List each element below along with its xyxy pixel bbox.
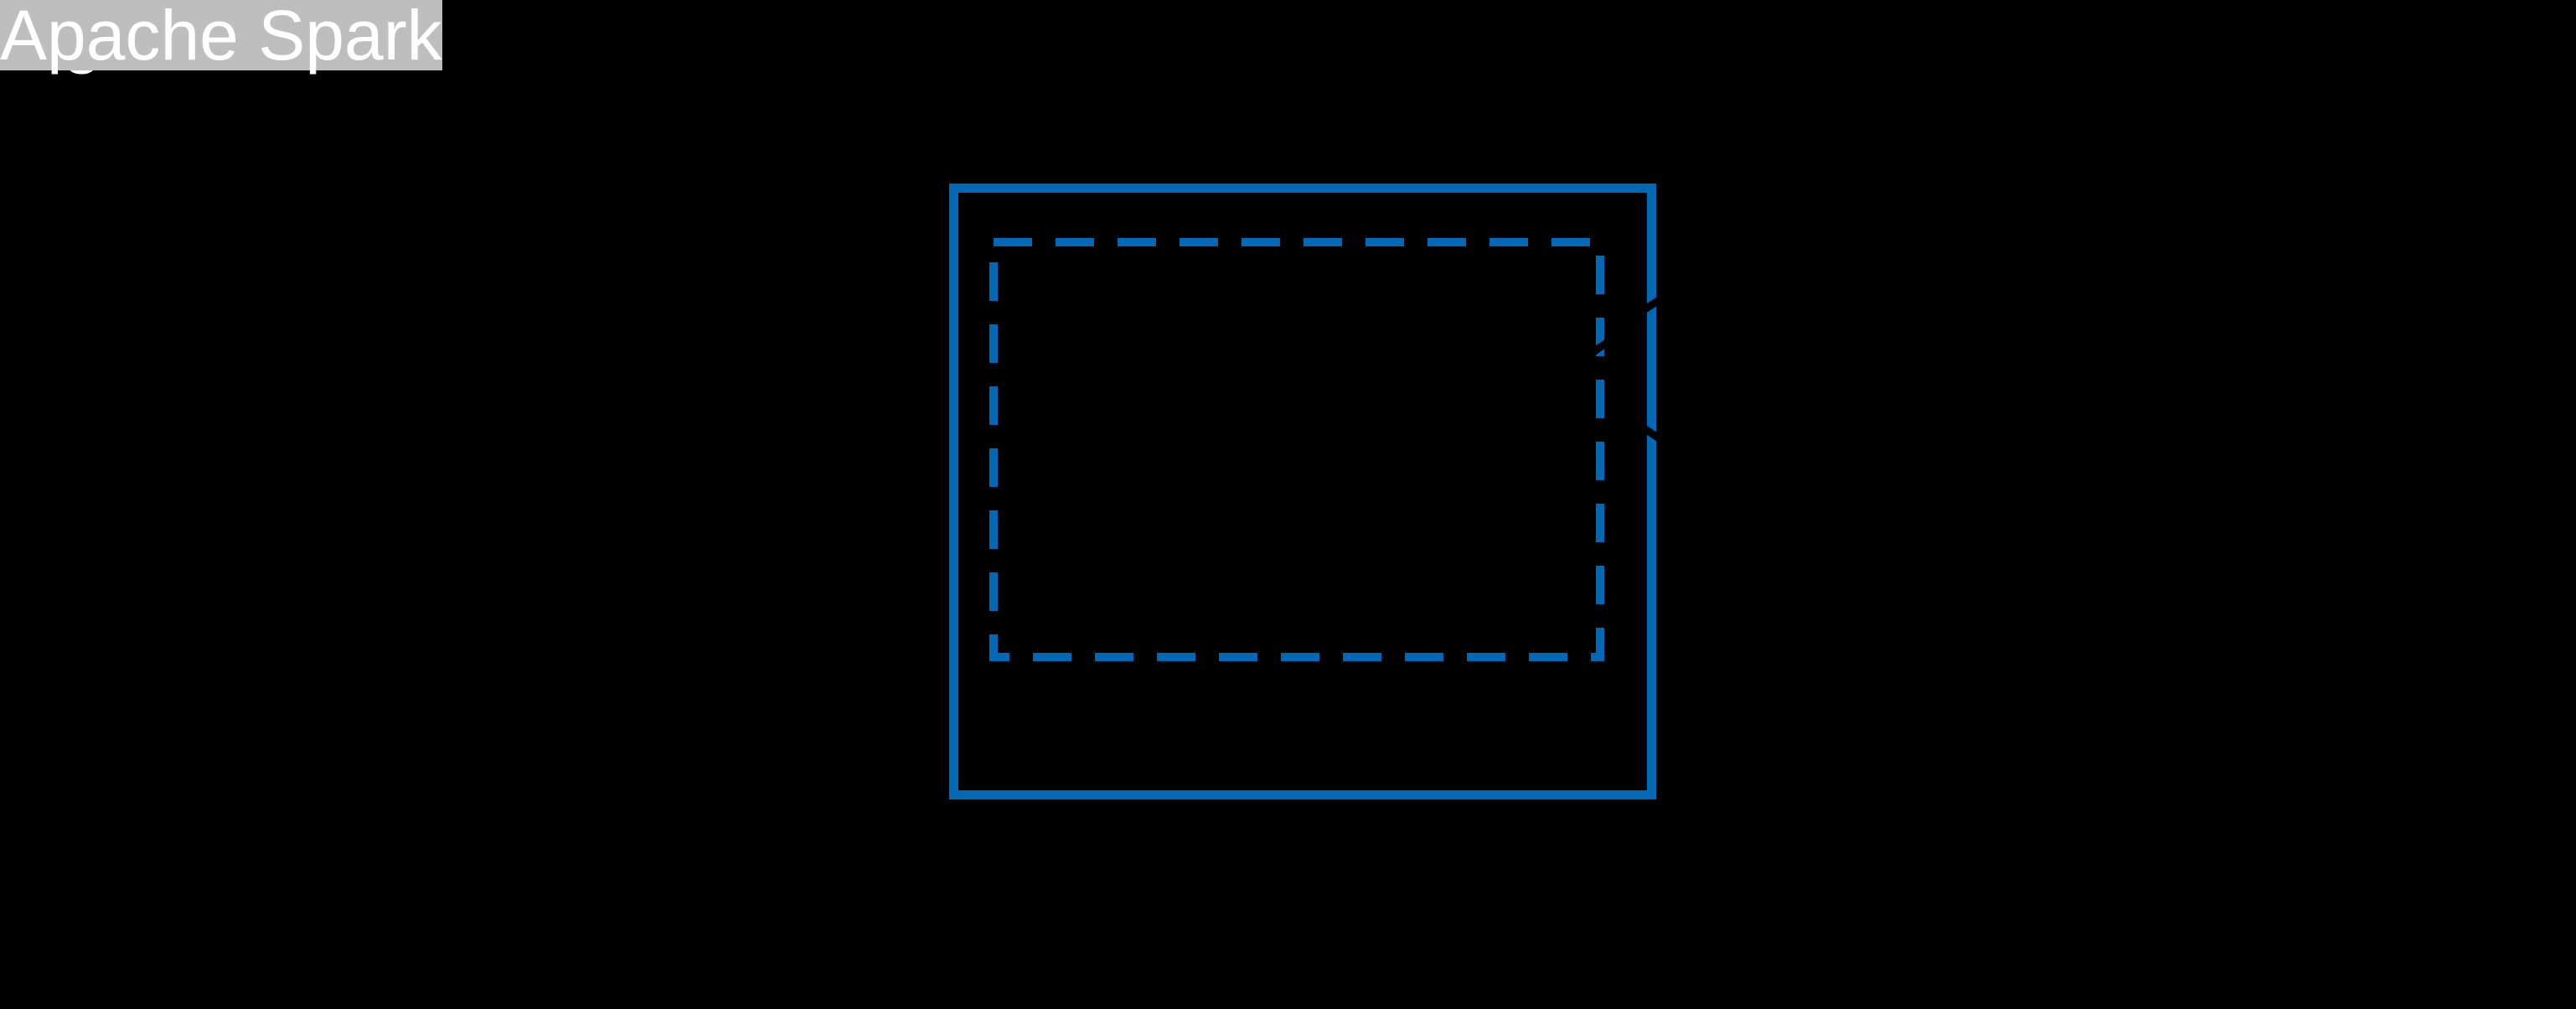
connector-cross-mark-upper	[1634, 289, 1673, 318]
connector-cross-mark-lower	[1634, 420, 1673, 449]
outer-solid-border	[949, 184, 1656, 799]
apache-spark-label: Apache Spark	[0, 0, 442, 75]
apache-spark-box: Apache Spark	[0, 0, 442, 70]
arrowhead-to-app-icon	[1546, 375, 1572, 401]
connector-cross-mark-dashed	[1587, 329, 1624, 358]
arrowhead-to-sgx-icon	[512, 503, 540, 530]
enclave-dashed-border	[989, 238, 1604, 661]
